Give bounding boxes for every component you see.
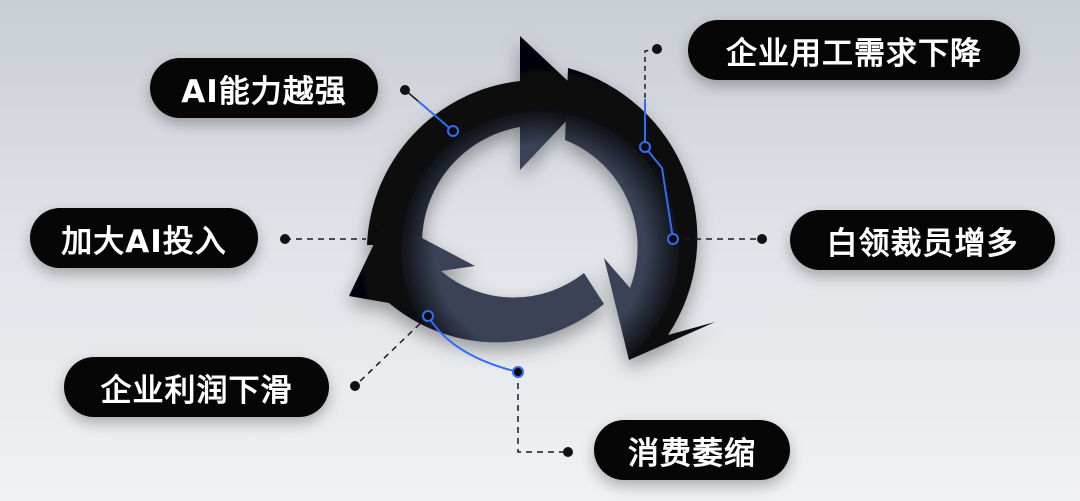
dot-demand-down <box>652 44 662 54</box>
node-label: 企业利润下滑 <box>100 372 293 409</box>
node-label: 消费萎缩 <box>628 435 756 472</box>
accent-line-right <box>644 99 674 240</box>
dot-ai-stronger <box>400 85 410 95</box>
node-label: 企业用工需求下降 <box>726 35 982 72</box>
dot-layoffs-up <box>757 234 767 244</box>
connector-profit-down <box>354 315 429 387</box>
cycle-arrow-bottom <box>349 219 604 343</box>
cycle-arrow-right <box>565 68 715 360</box>
node-label: AI能力越强 <box>181 73 347 110</box>
anchor-profit-down <box>422 310 434 322</box>
anchor-consumption-shrink <box>512 366 524 378</box>
connector-consumption-shrink <box>517 372 568 453</box>
node-profit-down: 企业利润下滑 <box>64 357 329 417</box>
dot-consumption-shrink <box>563 447 573 457</box>
node-ai-stronger: AI能力越强 <box>150 58 378 118</box>
node-demand-down: 企业用工需求下降 <box>688 20 1020 80</box>
connector-demand-down <box>644 48 658 99</box>
dot-profit-down <box>350 381 360 391</box>
node-ai-investment: 加大AI投入 <box>30 208 258 268</box>
anchor-layoffs-up <box>667 233 679 245</box>
node-consumption-shrink: 消费萎缩 <box>594 420 790 480</box>
node-label: 加大AI投入 <box>61 223 227 260</box>
anchor-ai-stronger <box>447 125 459 137</box>
accent-line-top <box>417 100 454 132</box>
node-label: 白领裁员增多 <box>826 225 1019 262</box>
node-layoffs-up: 白领裁员增多 <box>790 210 1055 270</box>
dot-ai-investment <box>280 234 290 244</box>
anchor-demand-down <box>639 141 651 153</box>
accent-line-bottom <box>427 315 519 373</box>
cycle-arrow-top <box>367 36 587 245</box>
